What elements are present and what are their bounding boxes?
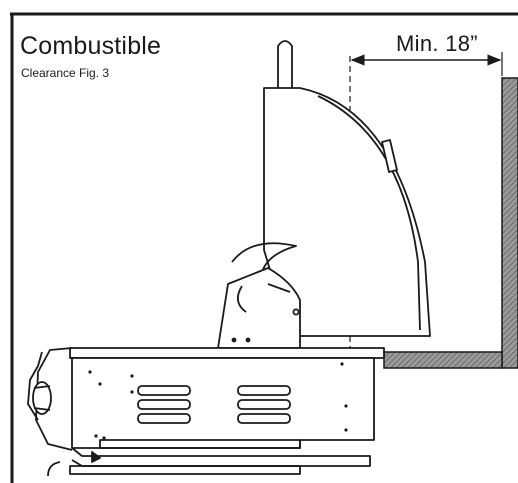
vent-louvres-right — [237, 385, 291, 424]
diagram-subtitle: Clearance Fig. 3 — [21, 66, 110, 80]
diagram-title: Combustible — [20, 32, 162, 60]
clearance-dimension-label: Min. 18” — [396, 31, 478, 56]
grill-lid — [217, 40, 431, 349]
combustible-wall — [383, 77, 518, 369]
vent-louvres-left — [137, 385, 191, 424]
grill-base — [27, 347, 385, 477]
figure-border — [10, 12, 518, 483]
